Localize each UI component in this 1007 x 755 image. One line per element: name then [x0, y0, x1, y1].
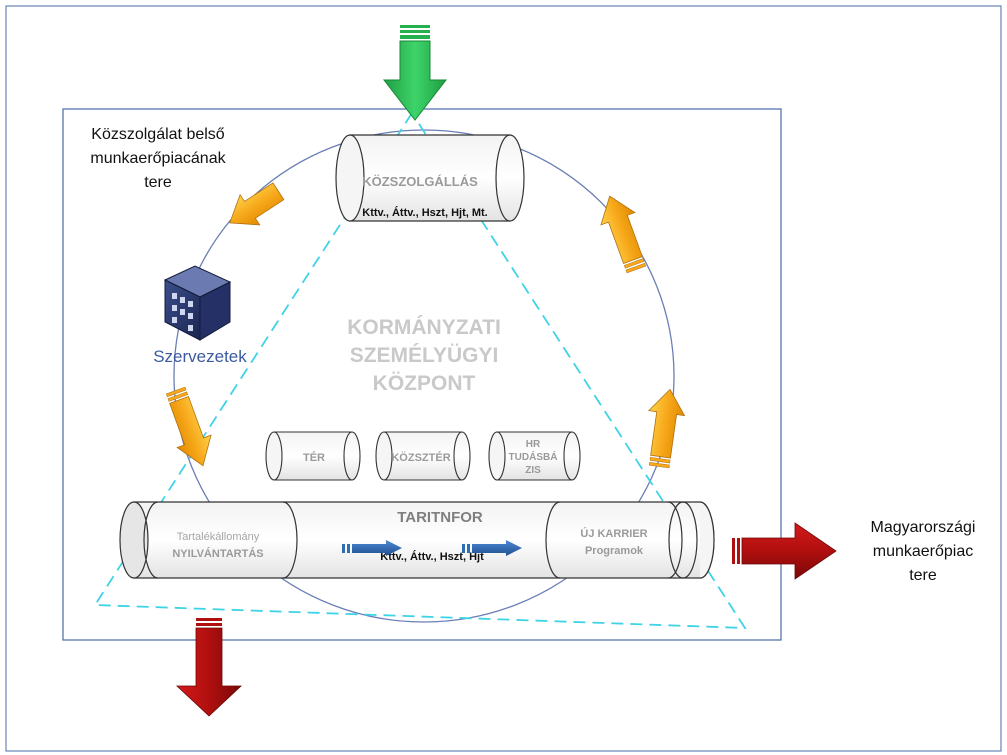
top-cylinder [335, 134, 525, 222]
orange-arrow-top-left [229, 182, 285, 226]
blue-arrow-left [342, 540, 402, 556]
orange-arrow-right-lower [647, 388, 686, 469]
dashed-triangle [93, 111, 747, 629]
small-cylinder-hr-line1: HR [526, 439, 541, 450]
pipe-left-line2: NYILVÁNTARTÁS [172, 547, 263, 560]
outer-frame [5, 5, 1002, 752]
right-label-line3: tere [909, 567, 937, 584]
pipe-right-line1: ÚJ KARRIER [580, 527, 647, 540]
outer-label-line1: Közszolgálat belső [91, 126, 225, 143]
small-cylinder-hr-line3: ZIS [525, 465, 541, 476]
organizations-label: Szervezetek [153, 347, 247, 366]
small-cylinder-kozter-label: KÖZSZTÉR [391, 451, 450, 464]
small-cylinder-hr [488, 431, 581, 481]
main-pipe [119, 501, 715, 579]
top-cylinder-title: KÖZSZOLGÁLLÁS [362, 174, 478, 189]
right-label-line1: Magyarországi [871, 519, 976, 536]
small-cylinder-kozter [375, 431, 471, 481]
center-title-line2: SZEMÉLYÜGYI [350, 344, 499, 367]
pipe-subtitle: Kttv., Áttv., Hszt, Hjt [380, 550, 484, 563]
red-down-arrow [175, 618, 243, 717]
orange-arrow-right-upper [600, 195, 647, 274]
center-title-line1: KORMÁNYZATI [347, 316, 501, 339]
outer-label-line3: tere [144, 174, 172, 191]
small-cylinder-ter [265, 431, 361, 481]
small-cylinder-ter-label: TÉR [303, 451, 325, 464]
red-right-arrow [732, 522, 837, 580]
pipe-left-line1: Tartalékállomány [177, 531, 260, 543]
building-icon [163, 265, 232, 341]
right-label-line2: munkaerőpiac [873, 543, 974, 560]
green-down-arrow [382, 25, 448, 121]
top-cylinder-subtitle: Kttv., Áttv., Hszt, Hjt, Mt. [362, 206, 487, 219]
blue-arrow-right [462, 540, 522, 556]
pipe-title: TARITNFOR [397, 509, 483, 526]
small-cylinder-hr-line2: TUDÁSBÁ [509, 450, 558, 463]
pipe-right-line2: Programok [585, 545, 644, 557]
outer-label-line2: munkaerőpiacának [90, 150, 226, 167]
center-title-line3: KÖZPONT [373, 372, 476, 395]
orange-arrow-left [165, 386, 212, 467]
